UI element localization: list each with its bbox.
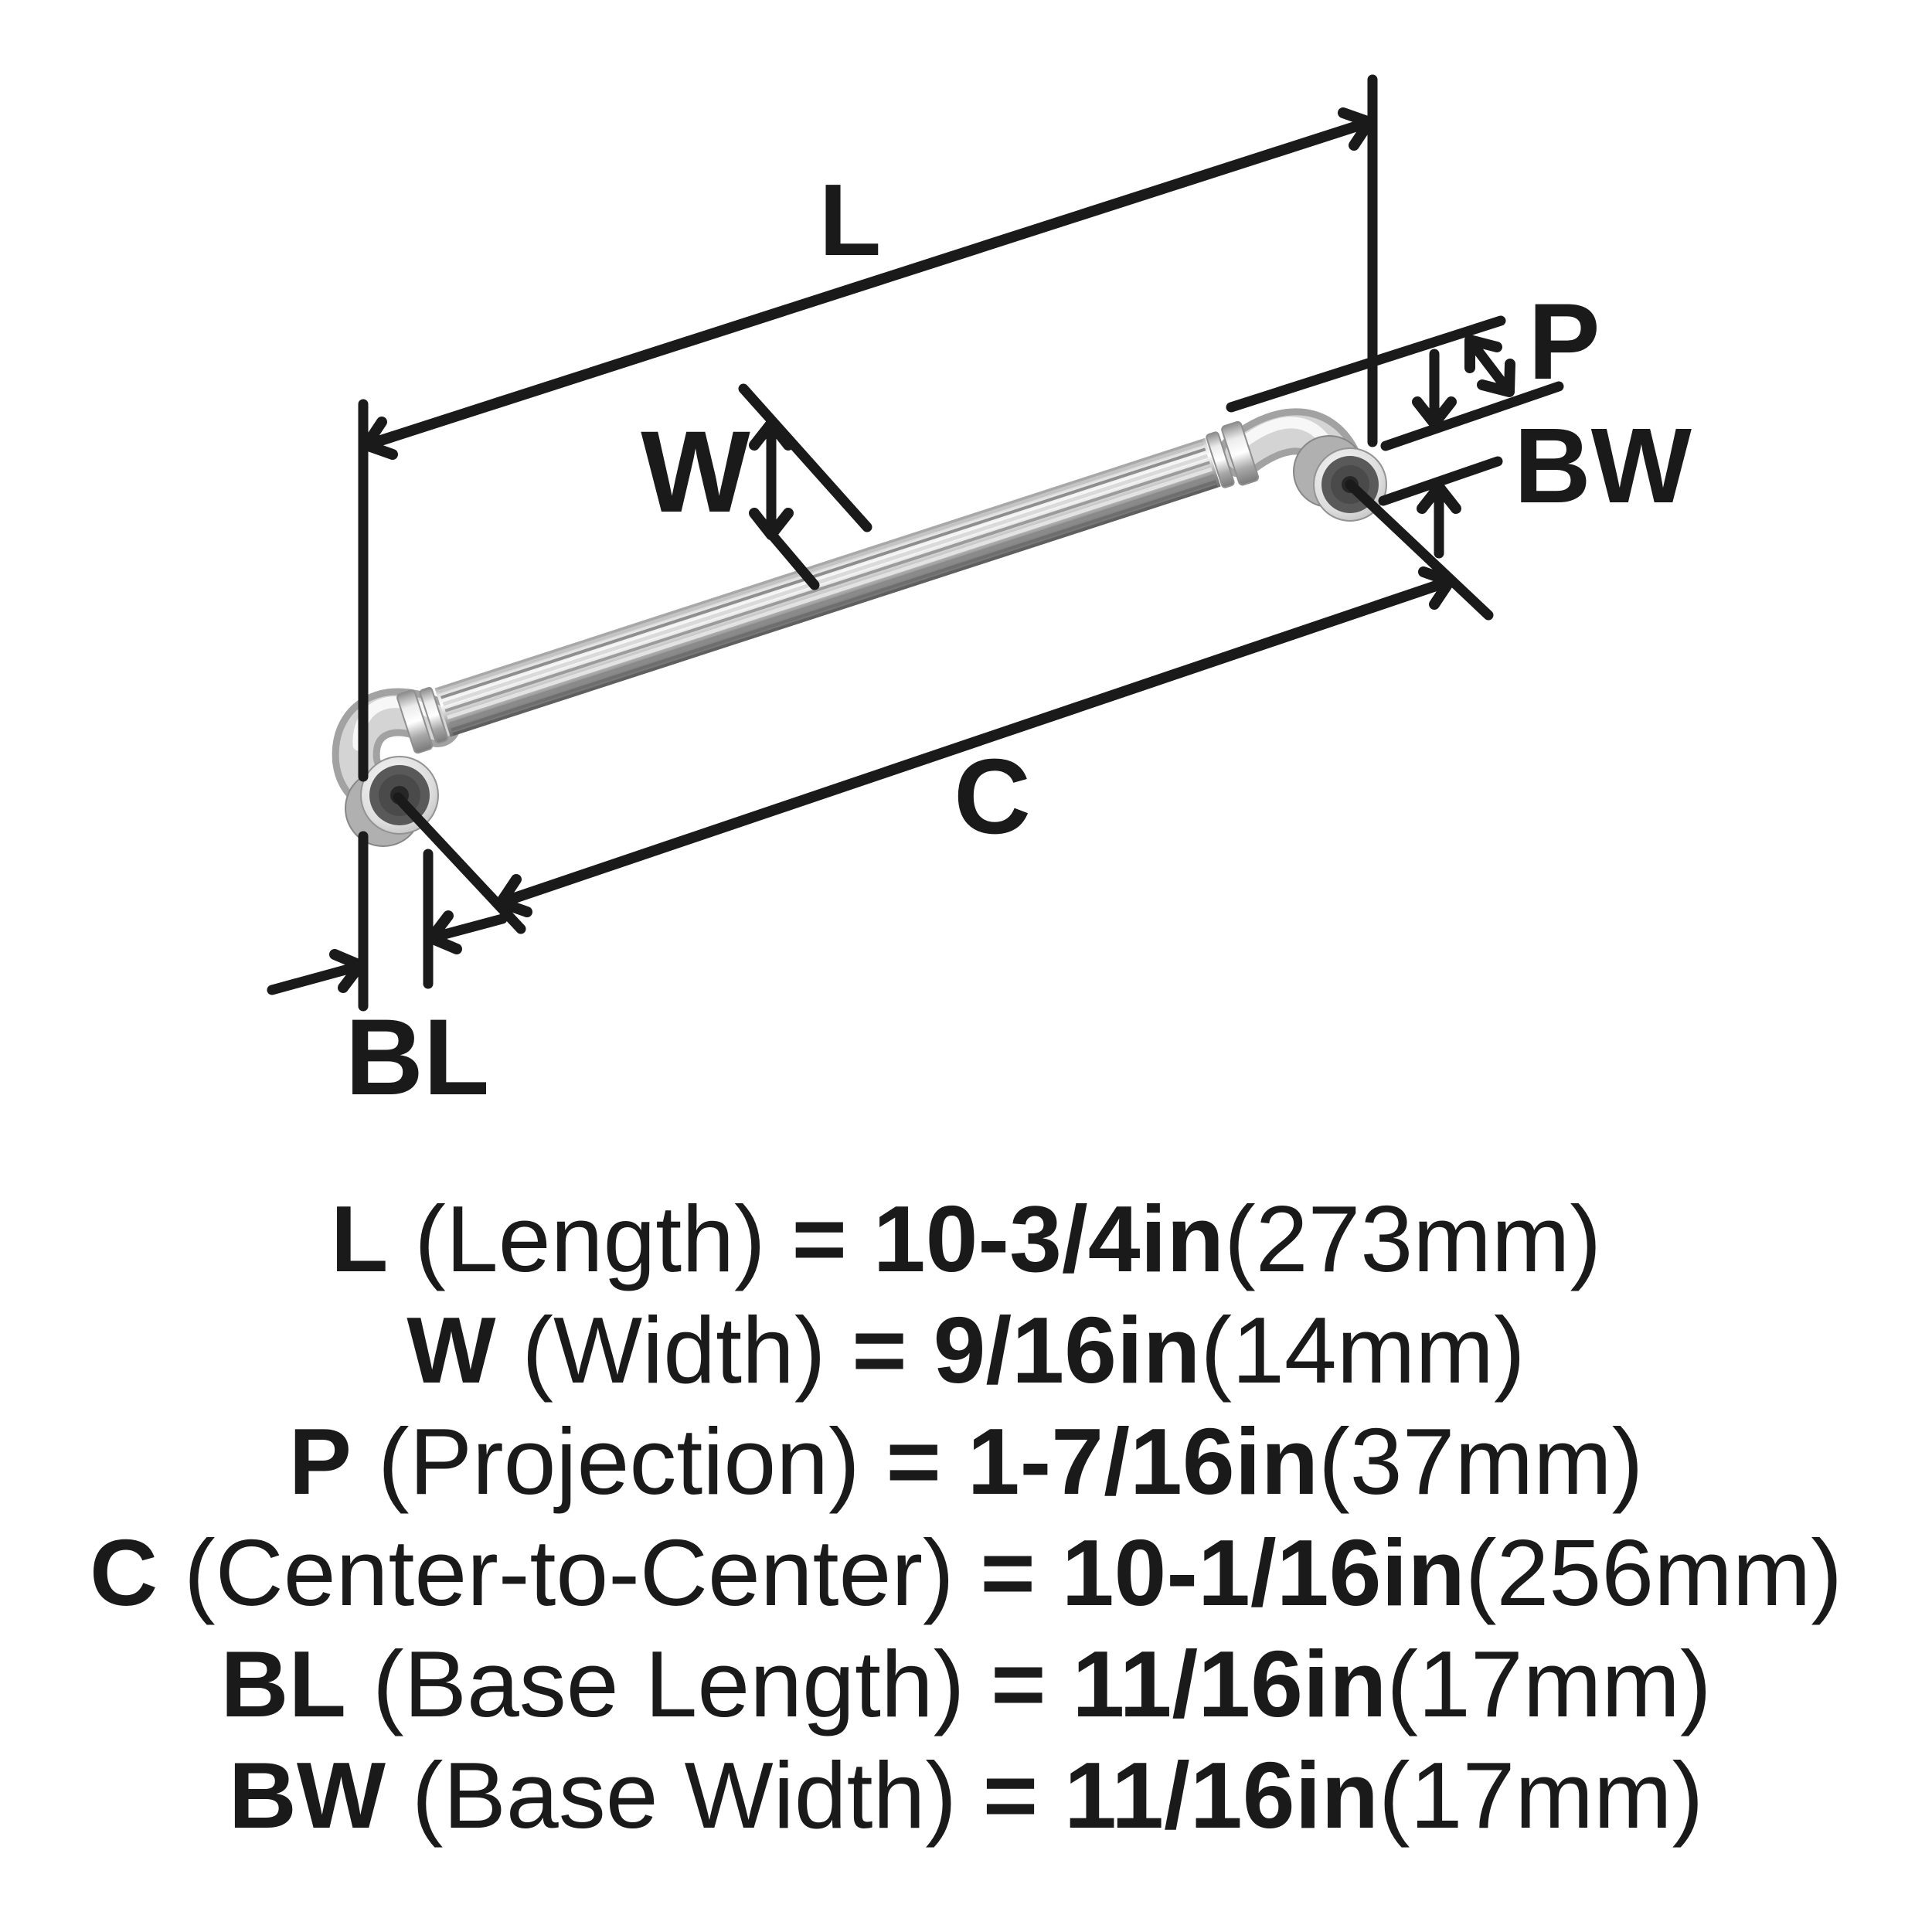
dimension-line-center-to-center xyxy=(495,576,1455,908)
legend-row-base-width: BW (Base Width) = 11/16in(17mm) xyxy=(229,1743,1704,1848)
center-arrowhead-left-icon xyxy=(495,874,532,917)
legend-row-center-to-center: C (Center-to-Center) = 10-1/16in(256mm) xyxy=(90,1520,1842,1625)
legend: L (Length) = 10-3/4in(273mm) W (Width) =… xyxy=(90,1186,1842,1848)
base-width-line-lower xyxy=(1378,456,1503,506)
width-arrowhead-up-icon xyxy=(749,418,794,451)
label-center-to-center: C xyxy=(954,737,1031,856)
legend-descriptor: (Center-to-Center) xyxy=(158,1520,980,1625)
legend-row-length: L (Length) = 10-3/4in(273mm) xyxy=(331,1186,1601,1291)
reed-line xyxy=(451,480,1216,732)
legend-metric-value: (256mm) xyxy=(1465,1520,1842,1625)
base-width-arrowhead-up-icon xyxy=(1417,481,1461,514)
dimension-linework xyxy=(267,74,1564,1012)
legend-imperial-value: 10-3/4in xyxy=(873,1186,1224,1291)
label-length: L xyxy=(819,163,882,277)
legend-imperial-value: 11/16in xyxy=(1072,1631,1386,1736)
legend-code: L xyxy=(331,1186,389,1291)
legend-equals: = xyxy=(991,1631,1072,1736)
pull-handle-illustration xyxy=(332,408,1387,847)
legend-equals: = xyxy=(852,1298,933,1403)
projection-arrow-shaft xyxy=(1464,335,1515,397)
legend-row-projection: P (Projection) = 1-7/16in(37mm) xyxy=(289,1409,1644,1514)
handle-bar-collars xyxy=(396,420,1260,754)
base-length-arrow-shaft-right xyxy=(430,913,508,942)
legend-descriptor: (Base Width) xyxy=(386,1743,983,1848)
legend-imperial-value: 10-1/16in xyxy=(1062,1520,1465,1625)
legend-code: C xyxy=(90,1520,158,1625)
dimension-labels: L W P BW C BL xyxy=(345,163,1692,1117)
width-tick-upper xyxy=(738,383,872,532)
length-arrowhead-right-icon xyxy=(1338,107,1375,151)
legend-row-base-length: BL (Base Length) = 11/16in(17mm) xyxy=(220,1631,1711,1736)
projection-arrowhead-upper-icon xyxy=(1464,335,1502,373)
dimension-line-length xyxy=(361,117,1375,451)
legend-code: BW xyxy=(229,1743,386,1848)
label-base-width: BW xyxy=(1514,406,1692,526)
center-tick-right-base xyxy=(1345,479,1494,621)
legend-descriptor: (Length) xyxy=(388,1186,791,1291)
base-length-arrowhead-right-icon xyxy=(329,949,366,993)
legend-code: W xyxy=(406,1298,496,1403)
length-arrowhead-left-icon xyxy=(361,417,398,460)
reed-line xyxy=(447,467,1213,719)
label-width: W xyxy=(641,406,750,536)
collar-ring xyxy=(419,687,449,744)
center-tick-left-base xyxy=(393,792,526,934)
legend-descriptor: (Base Length) xyxy=(346,1631,991,1736)
base-length-arrow-shaft-left xyxy=(267,962,359,995)
legend-metric-value: (37mm) xyxy=(1318,1409,1643,1514)
width-arrowhead-down-icon xyxy=(749,508,794,540)
base-width-arrowhead-down-icon xyxy=(1412,396,1457,429)
collar-ring xyxy=(1221,420,1260,486)
legend-descriptor: (Projection) xyxy=(352,1409,886,1514)
reed-line xyxy=(449,474,1215,726)
legend-descriptor: (Width) xyxy=(496,1298,852,1403)
legend-metric-value: (17mm) xyxy=(1386,1631,1711,1736)
legend-equals: = xyxy=(983,1743,1064,1848)
label-projection: P xyxy=(1528,281,1600,402)
handle-bar-reeding xyxy=(437,439,1218,736)
reed-line xyxy=(444,461,1210,713)
reed-line xyxy=(440,447,1206,699)
legend-equals: = xyxy=(886,1409,968,1514)
legend-equals: = xyxy=(981,1520,1062,1625)
reed-line xyxy=(442,454,1209,706)
legend-imperial-value: 11/16in xyxy=(1064,1743,1379,1848)
reed-line xyxy=(438,441,1204,693)
legend-metric-value: (14mm) xyxy=(1200,1298,1525,1403)
legend-metric-value: (273mm) xyxy=(1224,1186,1601,1291)
legend-imperial-value: 9/16in xyxy=(934,1298,1201,1403)
label-base-length: BL xyxy=(345,996,490,1117)
projection-line-base xyxy=(1380,381,1564,451)
handle-bar-group xyxy=(396,420,1260,754)
legend-row-width: W (Width) = 9/16in(14mm) xyxy=(406,1298,1525,1403)
bar-bottom-edge xyxy=(452,484,1218,736)
projection-arrowhead-lower-icon xyxy=(1477,359,1515,397)
projection-line-outer xyxy=(1226,315,1506,413)
collar-ring xyxy=(396,689,434,754)
legend-imperial-value: 1-7/16in xyxy=(968,1409,1318,1514)
legend-metric-value: (17mm) xyxy=(1379,1743,1703,1848)
legend-code: P xyxy=(289,1409,352,1514)
collar-ring xyxy=(1206,431,1235,488)
legend-code: BL xyxy=(220,1631,346,1736)
center-arrowhead-right-icon xyxy=(1418,566,1455,610)
legend-equals: = xyxy=(792,1186,873,1291)
base-length-arrowhead-left-icon xyxy=(426,910,462,954)
bar-top-edge xyxy=(437,439,1203,690)
